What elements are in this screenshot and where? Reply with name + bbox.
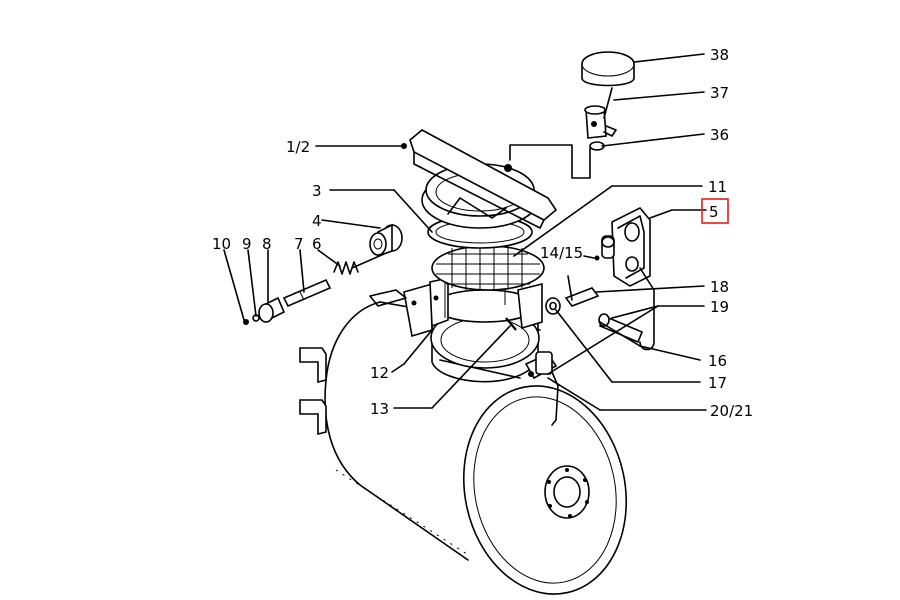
lid — [401, 129, 558, 229]
valve-assembly — [581, 51, 635, 151]
label-20-21: 20/21 — [710, 402, 753, 420]
label-10: 10 — [212, 235, 231, 253]
hinge-knuckle — [524, 351, 559, 426]
label-9: 9 — [242, 235, 252, 253]
label-18: 18 — [710, 278, 729, 296]
label-7: 7 — [294, 235, 304, 253]
label-36: 36 — [710, 126, 729, 144]
label-19: 19 — [710, 298, 729, 316]
label-16: 16 — [708, 352, 727, 370]
label-12: 12 — [370, 364, 389, 382]
strainer-basket — [427, 215, 545, 291]
label-11: 11 — [708, 178, 727, 196]
label-1-2: 1/2 — [286, 138, 310, 156]
label-4: 4 — [312, 212, 322, 230]
label-14-15: 14/15 — [540, 244, 583, 262]
part-labels: 38 37 36 1/2 11 3 5 4 10 9 8 7 6 14/15 1… — [212, 46, 753, 420]
label-8: 8 — [262, 235, 272, 253]
drum-body — [299, 301, 628, 595]
left-side-parts — [243, 223, 407, 325]
right-bracket — [594, 207, 655, 351]
label-3: 3 — [312, 182, 322, 200]
leader-lines — [223, 53, 707, 411]
label-38: 38 — [710, 46, 729, 64]
label-13: 13 — [370, 400, 389, 418]
label-37: 37 — [710, 84, 729, 102]
label-6: 6 — [312, 235, 322, 253]
label-17: 17 — [708, 374, 727, 392]
highlight-box — [701, 198, 729, 224]
label-5: 5 — [709, 203, 719, 221]
